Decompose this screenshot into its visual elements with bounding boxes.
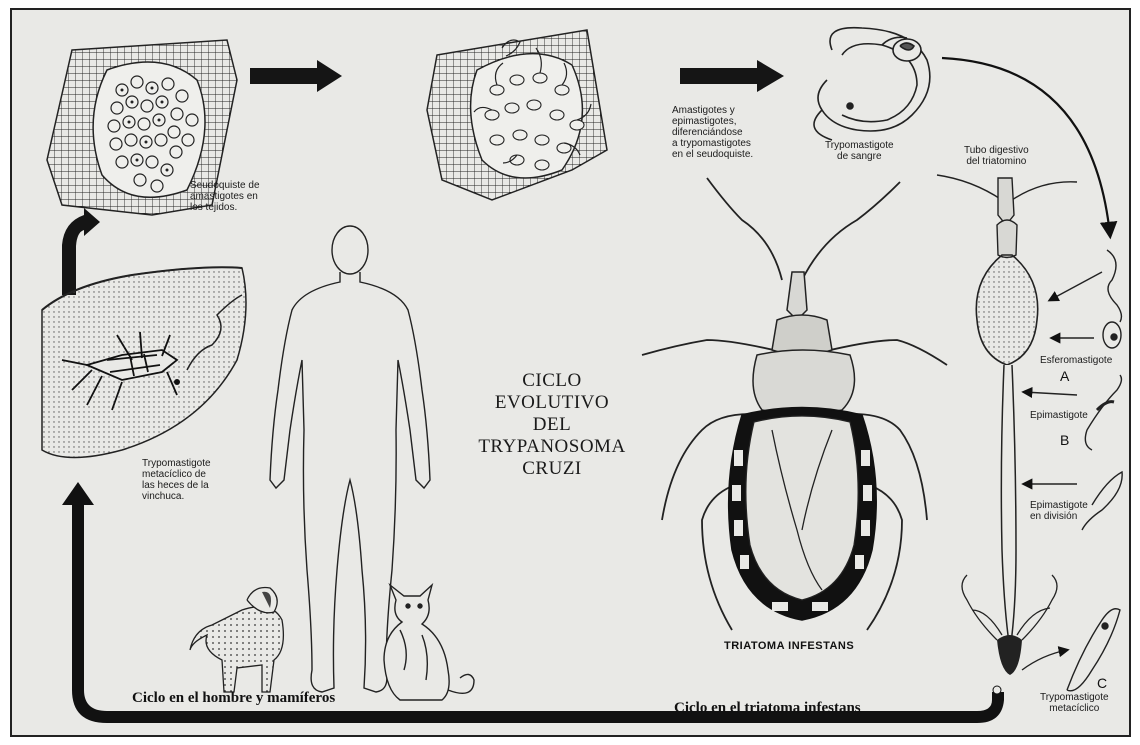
label-tubo-digestivo: Tubo digestivo del triatomino xyxy=(964,145,1029,167)
title-line-2: EVOLUTIVO xyxy=(447,392,657,414)
title-line-4: TRYPANOSOMA xyxy=(447,436,657,458)
cat-drawing xyxy=(384,585,474,700)
label-trypomastigote-heces: Trypomastigote metacíclico de las heces … xyxy=(142,458,211,502)
label-epimastigote: Epimastigote xyxy=(1030,410,1088,421)
label-esferomastigote: Esferomastigote xyxy=(1040,355,1112,366)
label-ciclo-hombre: Ciclo en el hombre y mamíferos xyxy=(132,690,335,707)
differentiating-tissue-drawing xyxy=(427,30,607,200)
label-trypomastigote-metaciclico: Trypomastigote metacíclico xyxy=(1040,692,1109,714)
title-line-5: CRUZI xyxy=(447,458,657,480)
triatoma-insect-drawing xyxy=(642,178,947,630)
arrow-right-1 xyxy=(250,60,342,92)
label-triatoma-infestans: TRIATOMA INFESTANS xyxy=(724,640,854,652)
diagram-title: CICLO EVOLUTIVO DEL TRYPANOSOMA CRUZI xyxy=(447,370,657,480)
label-ciclo-triatoma: Ciclo en el triatoma infestans xyxy=(674,700,861,717)
diagram-sheet: Seudoquiste de amastigotes en los tejido… xyxy=(10,8,1131,737)
blood-trypomastigote-drawing xyxy=(814,28,930,140)
stage-letter-a: A xyxy=(1060,368,1069,384)
arrow-right-2 xyxy=(680,60,784,92)
dog-drawing xyxy=(190,588,283,693)
label-amastigotes-epimastigotes: Amastigotes y epimastigotes, diferencián… xyxy=(672,105,753,160)
digestive-tube-drawing xyxy=(937,175,1077,675)
stage-letter-c: C xyxy=(1097,675,1107,691)
label-epimastigote-division: Epimastigote en división xyxy=(1030,500,1088,522)
label-trypomastigote-sangre: Trypomastigote de sangre xyxy=(825,140,894,162)
title-line-3: DEL xyxy=(447,414,657,436)
arrow-up-left xyxy=(62,208,100,295)
title-line-1: CICLO xyxy=(447,370,657,392)
label-seudoquiste: Seudoquiste de amastigotes en los tejido… xyxy=(190,180,260,213)
skin-with-bug-drawing xyxy=(42,267,246,457)
stage-letter-b: B xyxy=(1060,432,1069,448)
